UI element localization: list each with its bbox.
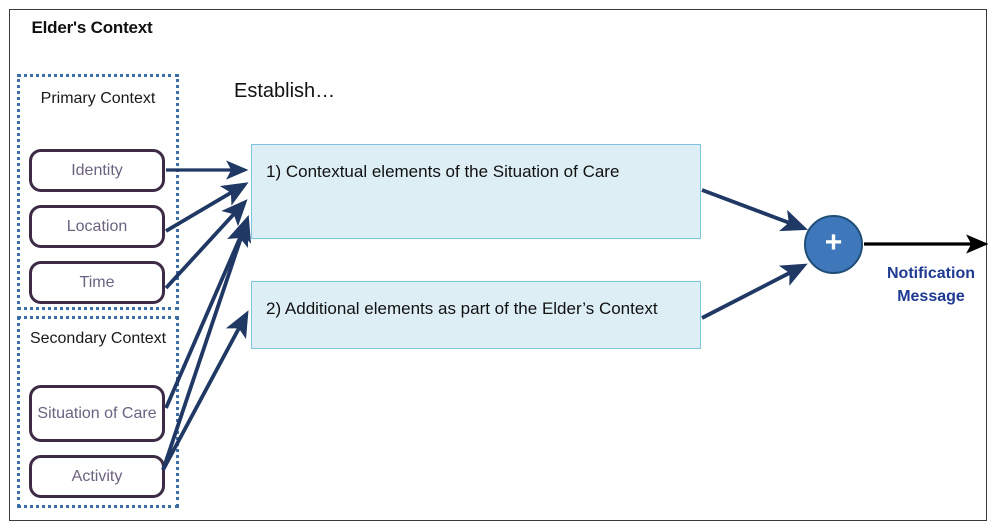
statement-box-2: 2) Additional elements as part of the El… bbox=[251, 281, 701, 349]
notification-message-label: Notification Message bbox=[887, 265, 975, 306]
context-box-location[interactable]: Location bbox=[29, 205, 165, 248]
outer-frame bbox=[9, 9, 987, 521]
context-box-identity[interactable]: Identity bbox=[29, 149, 165, 192]
establish-label: Establish… bbox=[234, 80, 336, 102]
statement-box-1: 1) Contextual elements of the Situation … bbox=[251, 144, 701, 239]
context-box-activity[interactable]: Activity bbox=[29, 455, 165, 498]
plus-node: + bbox=[804, 215, 863, 274]
context-box-time[interactable]: Time bbox=[29, 261, 165, 304]
plus-icon: + bbox=[824, 226, 843, 259]
group-label-primary-context: Primary Context bbox=[40, 90, 156, 107]
page-title: Elder's Context bbox=[31, 18, 153, 37]
context-box-situation-of-care[interactable]: Situation of Care bbox=[29, 385, 165, 442]
group-label-secondary-context: Secondary Context bbox=[29, 330, 167, 347]
